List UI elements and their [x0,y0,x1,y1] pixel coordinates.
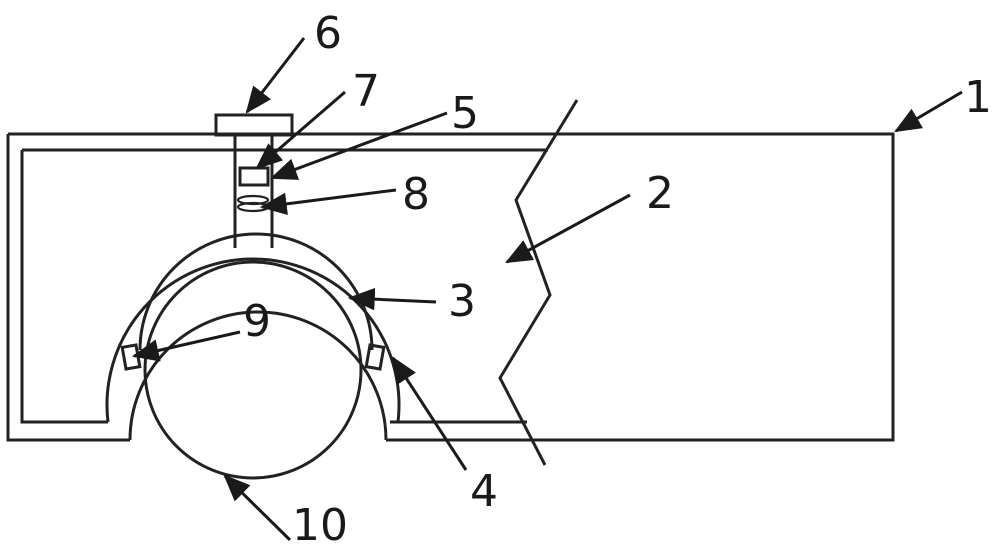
label-9: 9 [243,296,271,347]
label-4: 4 [470,466,498,517]
label-6: 6 [314,8,342,59]
leader-5 [269,111,448,180]
spring-coil [236,194,270,213]
slider-block [238,166,270,187]
leader-7 [255,90,346,170]
label-5: 5 [451,88,479,139]
label-7: 7 [352,66,380,117]
pipe-circle [143,260,363,480]
label-1: 1 [964,72,992,123]
label-10: 10 [292,500,348,551]
break-line [498,99,579,466]
leader-3 [347,287,437,311]
leader-9 [131,330,241,362]
housing-outline [6,132,895,442]
leader-6 [245,37,306,114]
leader-4 [391,356,468,471]
leader-8 [259,188,397,216]
label-8: 8 [402,169,430,220]
cap-block [214,113,294,137]
leader-2 [505,193,631,264]
number-labels: 1 2 3 4 5 6 7 8 9 10 [243,8,992,551]
label-2: 2 [646,168,674,219]
leader-10 [223,474,292,542]
label-3: 3 [448,276,476,327]
leader-1 [894,90,963,133]
leader-lines [131,37,963,542]
